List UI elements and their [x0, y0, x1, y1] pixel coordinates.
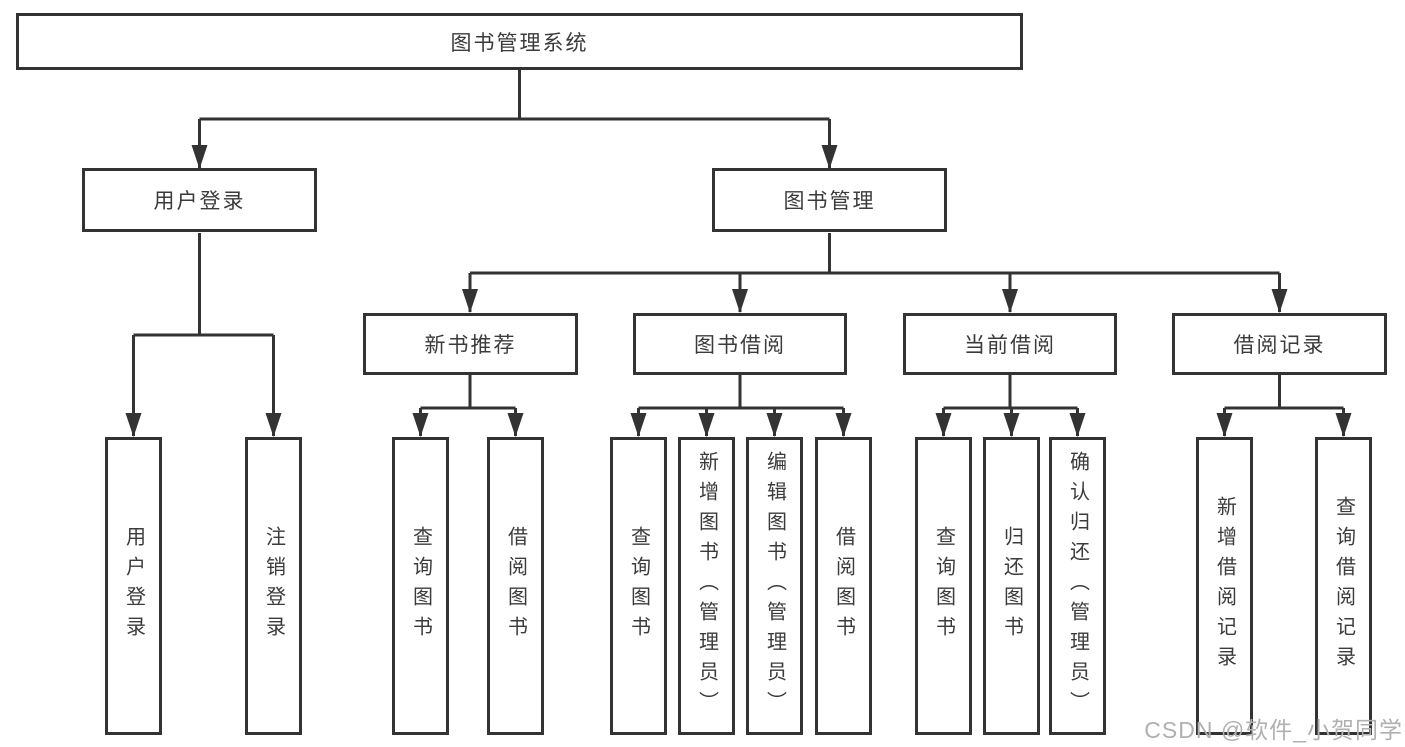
leaf-logout: 注销登录 — [245, 437, 302, 735]
node-label: 用户登录 — [153, 190, 246, 213]
node-borrowing-records: 借阅记录 — [1172, 313, 1387, 375]
node-label: 新增图书（管理员） — [695, 451, 718, 721]
leaf-borrow-books: 借阅图书 — [815, 437, 872, 735]
node-label: 注销登录 — [262, 526, 285, 646]
leaf-query-books-borrowing: 查询图书 — [610, 437, 667, 735]
leaf-user-login: 用户登录 — [105, 437, 162, 735]
node-label: 图书管理 — [783, 190, 876, 213]
node-label: 图书借阅 — [694, 334, 786, 357]
leaf-return-books: 归还图书 — [983, 437, 1040, 735]
connector-lines — [132, 70, 1345, 436]
node-label: 新增借阅记录 — [1213, 496, 1236, 676]
node-label: 借阅记录 — [1233, 334, 1326, 357]
node-new-book-recommendation: 新书推荐 — [363, 313, 578, 375]
node-label: 图书管理系统 — [450, 31, 589, 55]
node-current-borrowing: 当前借阅 — [903, 313, 1117, 375]
leaf-query-books-recommend: 查询图书 — [392, 437, 449, 735]
node-label: 查询图书 — [627, 526, 650, 646]
csdn-watermark: CSDN @软件_小贺同学 — [1144, 717, 1403, 743]
node-book-borrowing: 图书借阅 — [633, 313, 847, 375]
node-label: 查询图书 — [409, 526, 432, 646]
leaf-query-borrow-record: 查询借阅记录 — [1315, 437, 1372, 735]
node-library-management-system: 图书管理系统 — [16, 13, 1023, 70]
node-label: 借阅图书 — [504, 526, 527, 646]
leaf-add-books-admin: 新增图书（管理员） — [678, 437, 735, 735]
node-label: 归还图书 — [1000, 526, 1023, 646]
node-label: 用户登录 — [122, 526, 145, 646]
node-label: 新书推荐 — [424, 334, 517, 357]
node-label: 查询图书 — [932, 526, 955, 646]
leaf-confirm-return-admin: 确认归还（管理员） — [1049, 437, 1106, 735]
node-user-login: 用户登录 — [82, 168, 317, 232]
leaf-edit-books-admin: 编辑图书（管理员） — [746, 437, 803, 735]
leaf-borrow-books-recommend: 借阅图书 — [487, 437, 544, 735]
node-label: 编辑图书（管理员） — [763, 451, 786, 721]
arrowheads — [125, 145, 1352, 437]
node-label: 当前借阅 — [964, 334, 1056, 357]
leaf-query-books-current: 查询图书 — [915, 437, 972, 735]
node-book-management: 图书管理 — [712, 168, 947, 232]
node-label: 确认归还（管理员） — [1066, 451, 1089, 721]
leaf-add-borrow-record: 新增借阅记录 — [1196, 437, 1253, 735]
node-label: 借阅图书 — [832, 526, 855, 646]
node-label: 查询借阅记录 — [1332, 496, 1355, 676]
